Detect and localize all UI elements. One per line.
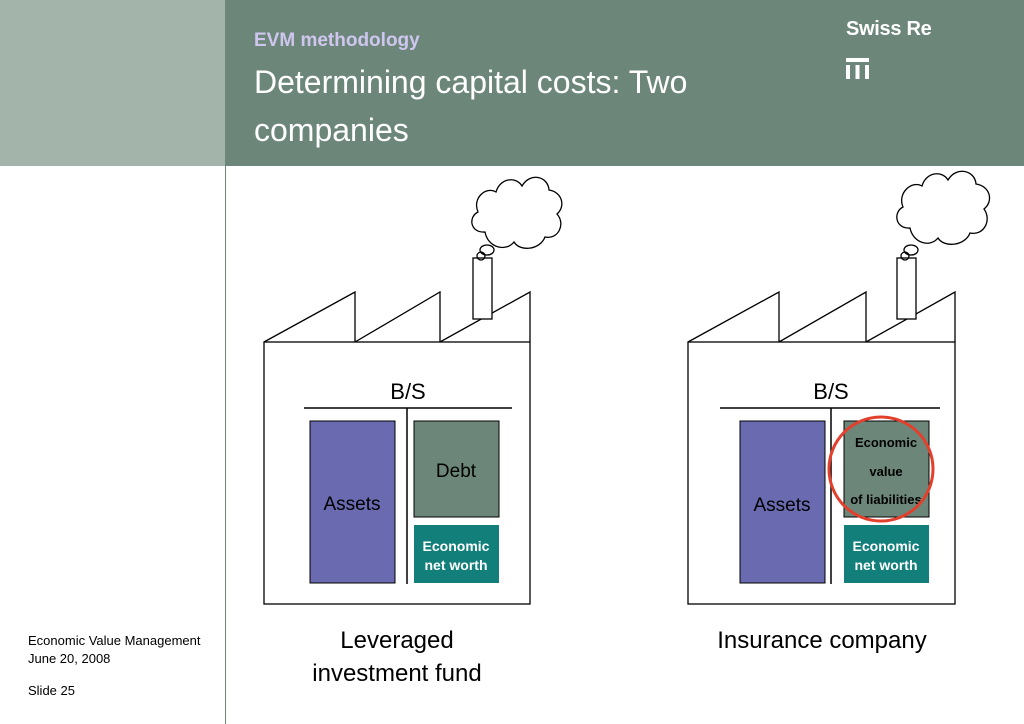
- footer-slide-number: Slide 25: [28, 683, 75, 698]
- sidebar-block: [0, 0, 225, 166]
- left-bs-label: B/S: [390, 379, 425, 404]
- right-caption: Insurance company: [717, 627, 926, 654]
- right-balance-sheet: [720, 407, 940, 584]
- smoke-cloud-icon: [471, 176, 563, 261]
- right-liabilities-line2: value: [869, 464, 902, 479]
- highlight-circle: [827, 415, 935, 523]
- left-balance-sheet: [304, 407, 512, 584]
- section-subtitle: EVM methodology: [254, 30, 420, 51]
- left-debt-label: Debt: [436, 461, 477, 482]
- page-title: Determining capital costs: Two companies: [254, 64, 688, 148]
- right-assets-label: Assets: [753, 495, 810, 516]
- left-assets-label: Assets: [323, 494, 380, 515]
- left-caption-line1: Leveraged: [340, 627, 453, 654]
- right-net-worth-line1: Economic: [853, 538, 920, 554]
- left-net-worth-line1: Economic: [423, 538, 490, 554]
- right-net-worth-line2: net worth: [855, 557, 918, 573]
- right-liabilities-line3: of liabilities: [850, 492, 922, 507]
- right-liabilities-line1: Economic: [855, 435, 917, 450]
- left-net-worth-line2: net worth: [425, 557, 488, 573]
- smoke-cloud-icon: [896, 170, 991, 261]
- swiss-re-logo-icon: [846, 58, 869, 79]
- left-caption-line2: investment fund: [312, 660, 481, 687]
- footer-title: Economic Value Management: [28, 633, 201, 648]
- brand-logo: Swiss Re: [846, 18, 932, 40]
- header-bar: [225, 0, 1024, 166]
- divider-line: [225, 166, 226, 724]
- footer-date: June 20, 2008: [28, 651, 111, 666]
- right-bs-label: B/S: [813, 379, 848, 404]
